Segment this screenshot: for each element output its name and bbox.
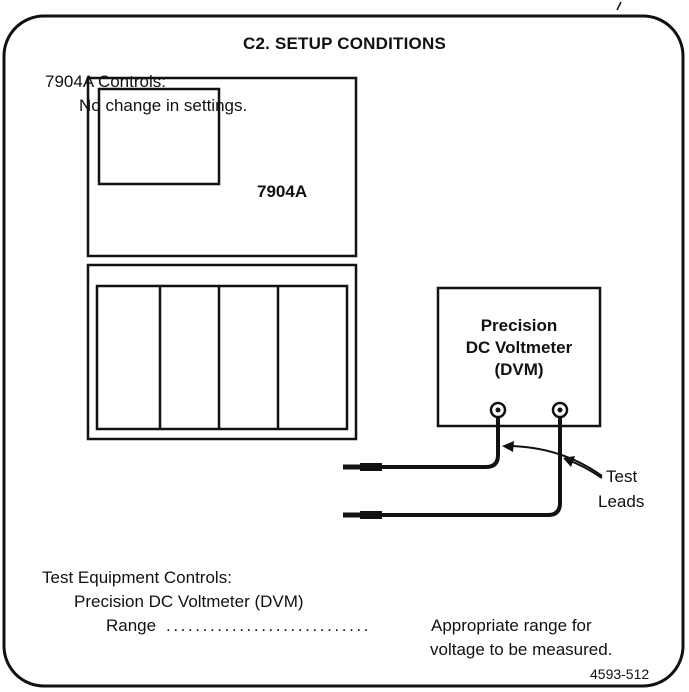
- test-equipment-heading: Test Equipment Controls:: [42, 568, 232, 587]
- dvm-label-line3: (DVM): [494, 360, 544, 379]
- scope-controls-setting: No change in settings.: [79, 96, 248, 115]
- test-lead-lower: [343, 417, 562, 519]
- test-leads-label-line1: Test: [606, 467, 638, 486]
- dvm-label-line1: Precision: [480, 316, 558, 335]
- oscilloscope-7904a: [86, 76, 358, 441]
- scope-display-section: [86, 76, 358, 258]
- scope-label: 7904A: [257, 182, 308, 201]
- outer-frame: [2, 14, 685, 688]
- scope-controls-heading: 7904A Controls:: [45, 72, 166, 91]
- dvm-box: [436, 286, 602, 428]
- dvm-label: Precision DC Voltmeter (DVM): [438, 315, 600, 381]
- figure-number: 4593-512: [590, 666, 650, 682]
- scope-crt-screen: [97, 87, 221, 186]
- range-leader-dots: ............................: [166, 616, 372, 635]
- dvm-label-line2: DC Voltmeter: [465, 338, 573, 357]
- test-equipment-instrument: Precision DC Voltmeter (DVM): [74, 592, 304, 611]
- test-leads-label-line2: Leads: [598, 492, 645, 511]
- range-value-line2: voltage to be measured.: [430, 640, 613, 659]
- dvm-jacks: [489, 401, 569, 419]
- scope-plugin-bay: [95, 284, 349, 431]
- range-value-line1: Appropriate range for: [431, 616, 592, 635]
- test-leads-callout-arrows: [502, 441, 603, 479]
- test-lead-upper: [343, 417, 500, 471]
- figure-title: C2. SETUP CONDITIONS: [243, 34, 446, 53]
- scope-plugin-section: [86, 263, 358, 441]
- range-label: Range: [106, 616, 157, 635]
